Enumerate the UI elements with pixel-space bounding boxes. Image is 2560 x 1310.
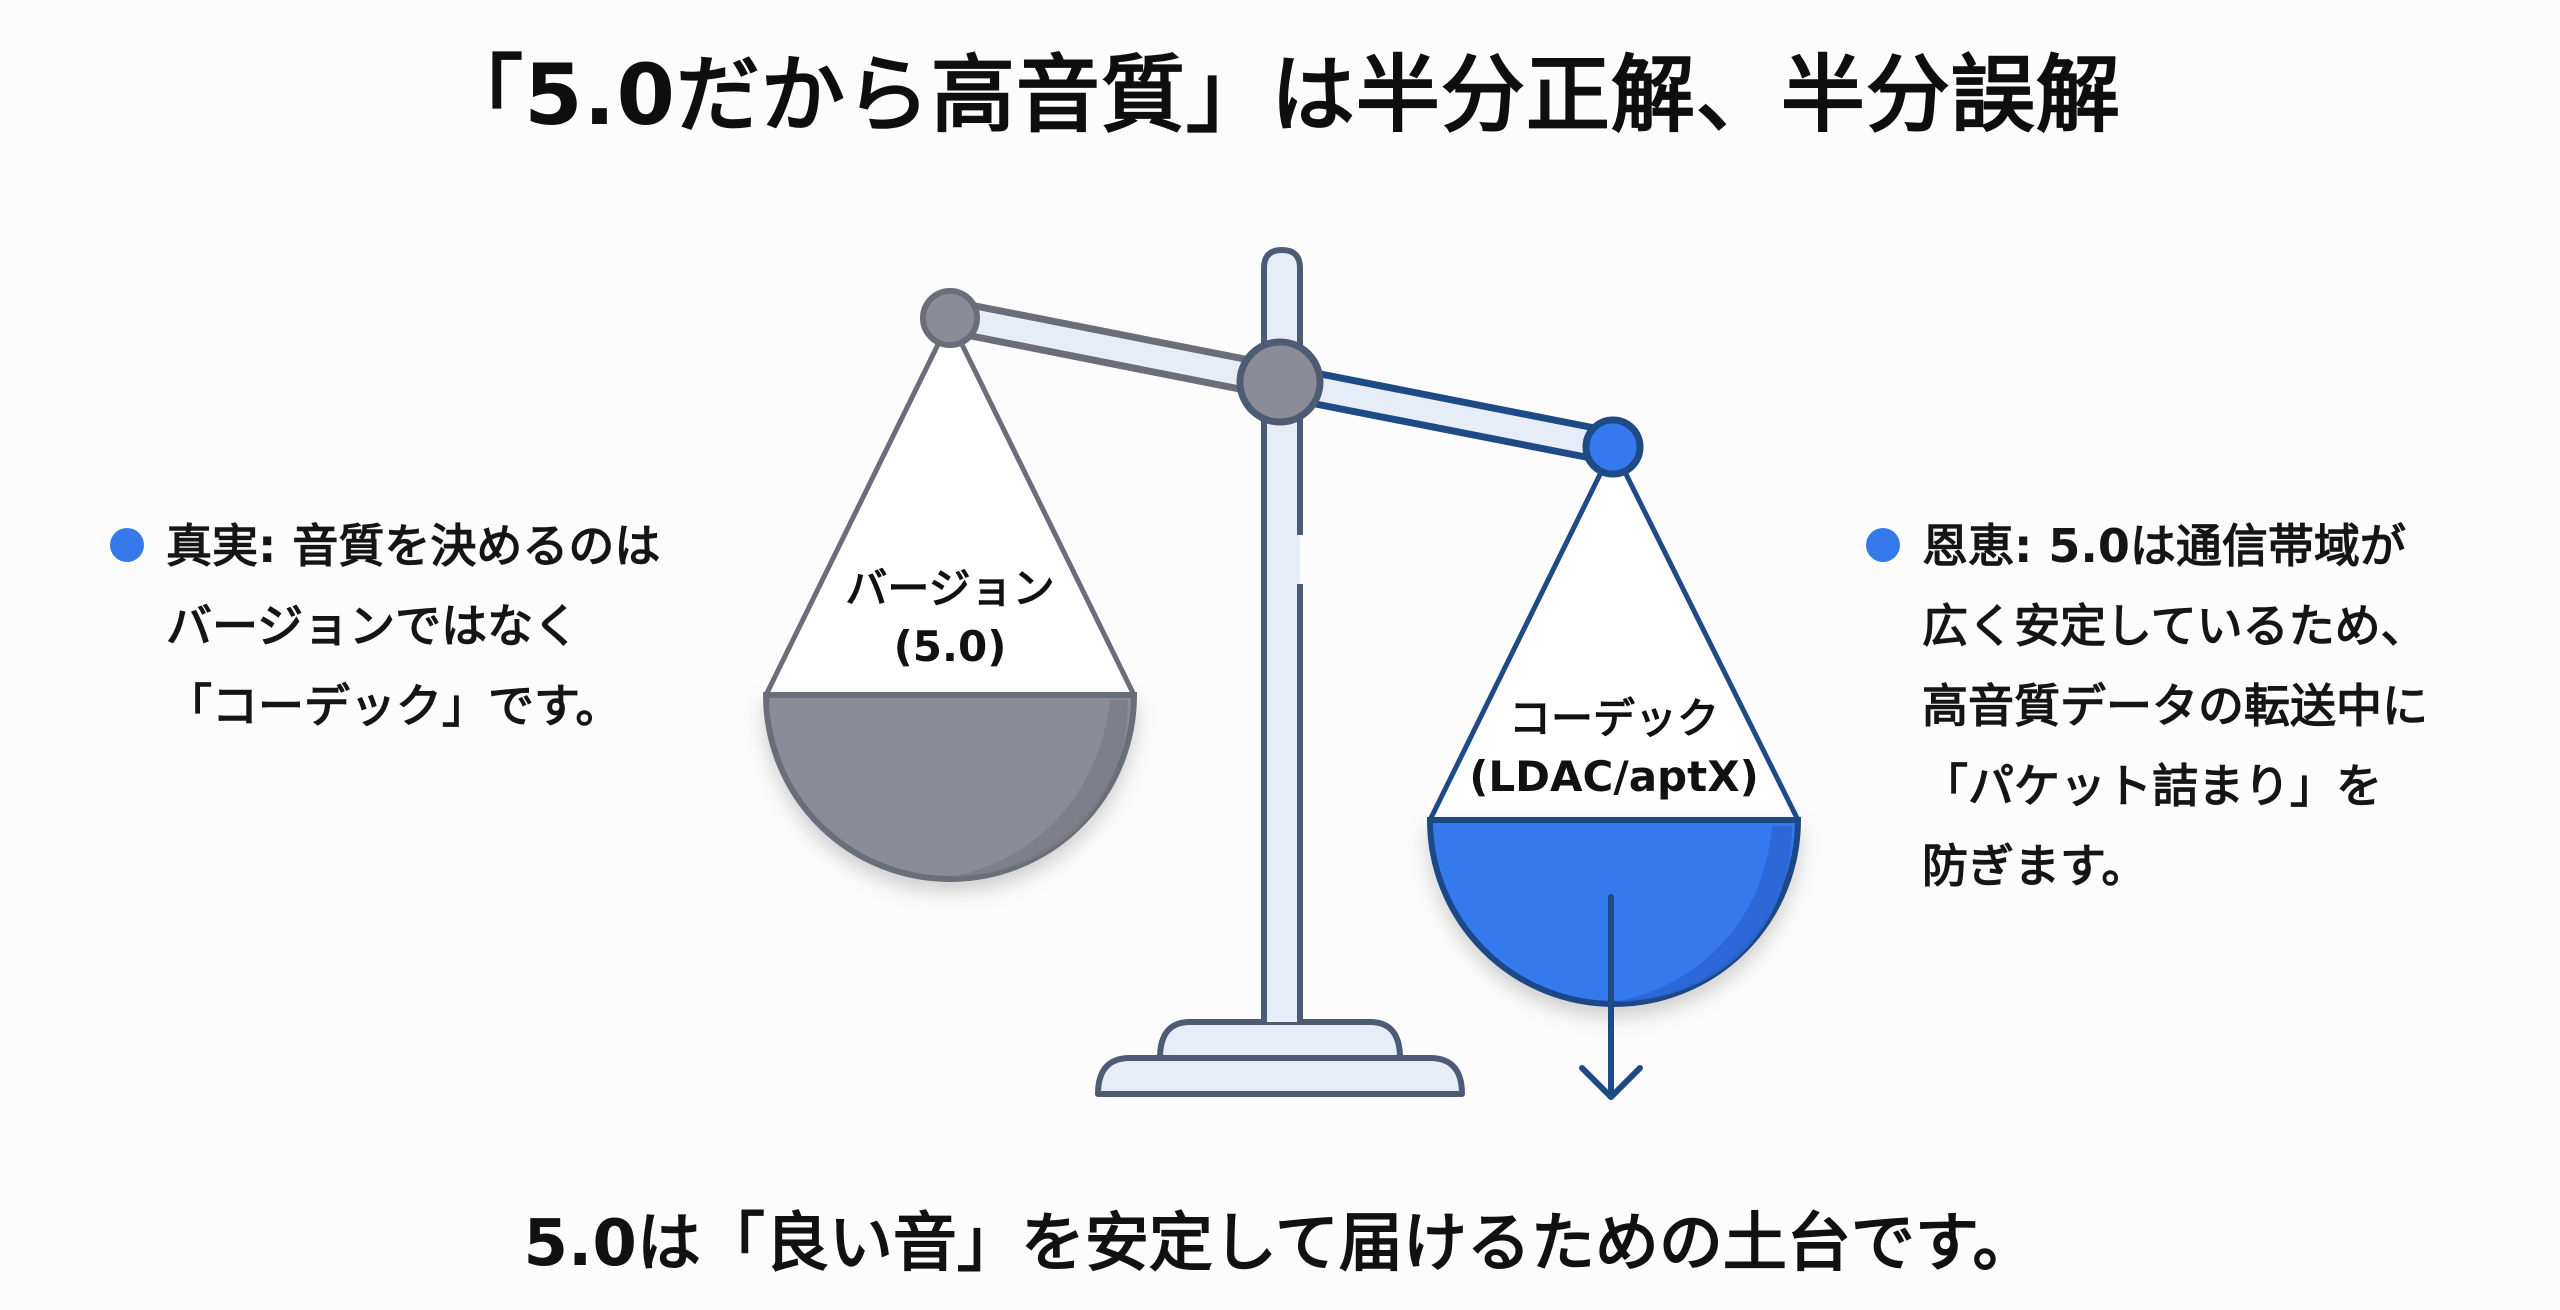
bullet-dot-icon: [1866, 528, 1900, 562]
right-pan-label: コーデック (LDAC/aptX): [1440, 690, 1788, 806]
truth-note-line: バージョンではなく: [166, 599, 580, 653]
benefit-note-line: 広く安定しているため、: [1922, 599, 2427, 653]
benefit-note-line: 高音質データの転送中に: [1922, 679, 2428, 733]
scale-base: [1095, 1019, 1465, 1097]
benefit-note-line: 「パケット詰まり」を: [1922, 759, 2382, 813]
center-pivot: [1236, 338, 1324, 426]
truth-note-line: 真実: 音質を決めるのは: [166, 519, 661, 573]
right-pan-label-line1: コーデック: [1508, 694, 1719, 743]
left-pan-label-line1: バージョン: [845, 564, 1055, 613]
benefit-note-line: 恩恵: 5.0は通信帯域が: [1922, 519, 2406, 573]
right-pivot: [1582, 416, 1644, 478]
truth-note: 真実: 音質を決めるのは バージョンではなく 「コーデック」です。: [110, 506, 661, 746]
benefit-note: 恩恵: 5.0は通信帯域が 広く安定しているため、 高音質データの転送中に 「パ…: [1866, 506, 2428, 906]
page-title: 「5.0だから高音質」は半分正解、半分誤解: [439, 46, 2121, 144]
left-pan-label-line2: (5.0): [893, 622, 1007, 671]
bullet-dot-icon: [110, 528, 144, 562]
left-pivot: [920, 288, 980, 348]
right-pan-label-line2: (LDAC/aptX): [1469, 752, 1759, 801]
arrow-down-icon: [1579, 894, 1643, 1100]
scale-pole: [1261, 246, 1303, 1022]
benefit-note-line: 防ぎます。: [1922, 839, 2148, 893]
truth-note-line: 「コーデック」です。: [166, 679, 622, 733]
footer-summary: 5.0は「良い音」を安定して届けるための土台です。: [523, 1207, 2037, 1281]
left-pan-label: バージョン (5.0): [800, 560, 1100, 676]
left-pan: [762, 317, 1138, 883]
